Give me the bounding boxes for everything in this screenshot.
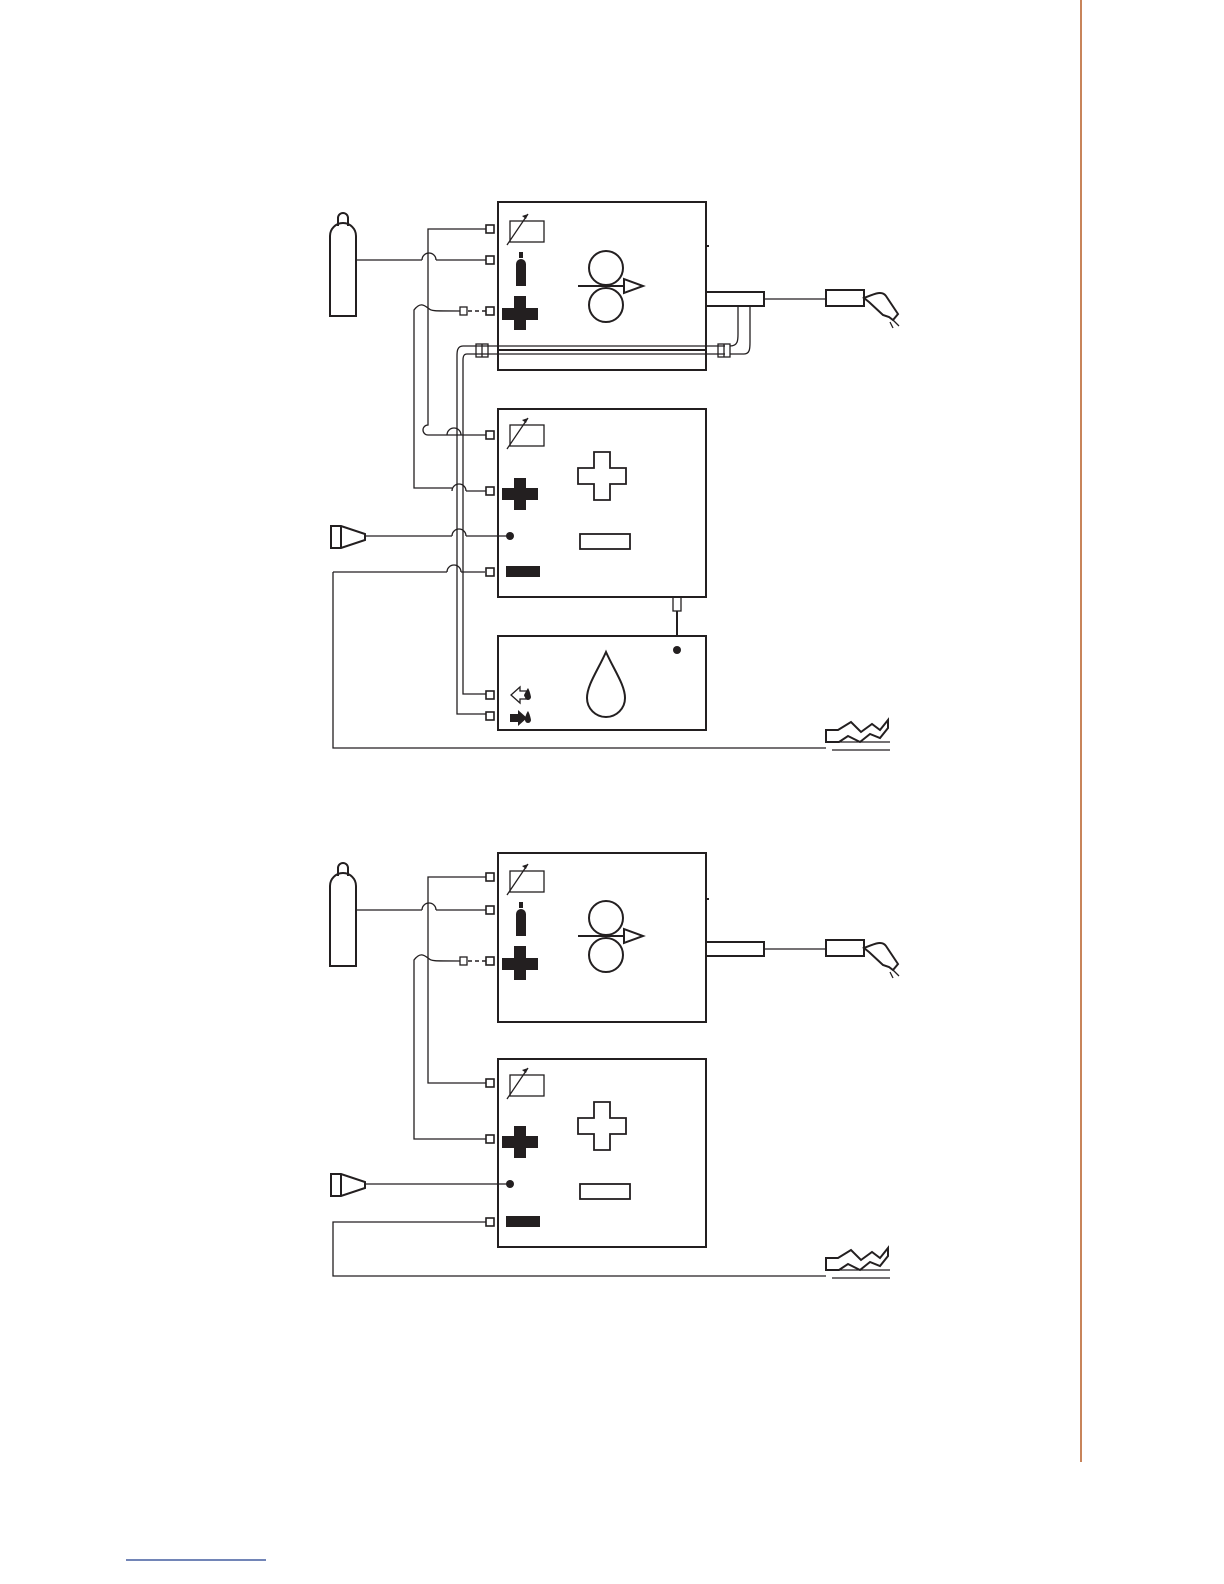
hose-routing xyxy=(356,877,486,1139)
sockets-power-source xyxy=(486,1079,494,1226)
sockets-power-source xyxy=(486,431,494,576)
minus-outline-icon xyxy=(580,1184,630,1199)
sockets-feeder xyxy=(486,873,494,965)
diagram-gas-cooled xyxy=(330,853,899,1278)
sockets-cooling-unit xyxy=(486,691,494,720)
welding-torch xyxy=(764,940,899,978)
minus-icon xyxy=(506,566,540,577)
mains-plug xyxy=(331,1174,508,1196)
minus-outline-icon xyxy=(580,534,630,549)
minus-icon xyxy=(506,1216,540,1227)
mains-plug xyxy=(331,526,508,548)
wire-feeder xyxy=(498,853,764,1022)
sockets-feeder xyxy=(486,225,494,315)
gas-cylinder xyxy=(330,863,356,966)
power-source xyxy=(498,1059,706,1247)
power-source xyxy=(498,409,706,650)
diagram-water-cooled xyxy=(330,202,899,750)
welding-torch xyxy=(764,290,899,328)
gas-cylinder xyxy=(330,213,356,316)
cooling-unit xyxy=(498,636,706,730)
